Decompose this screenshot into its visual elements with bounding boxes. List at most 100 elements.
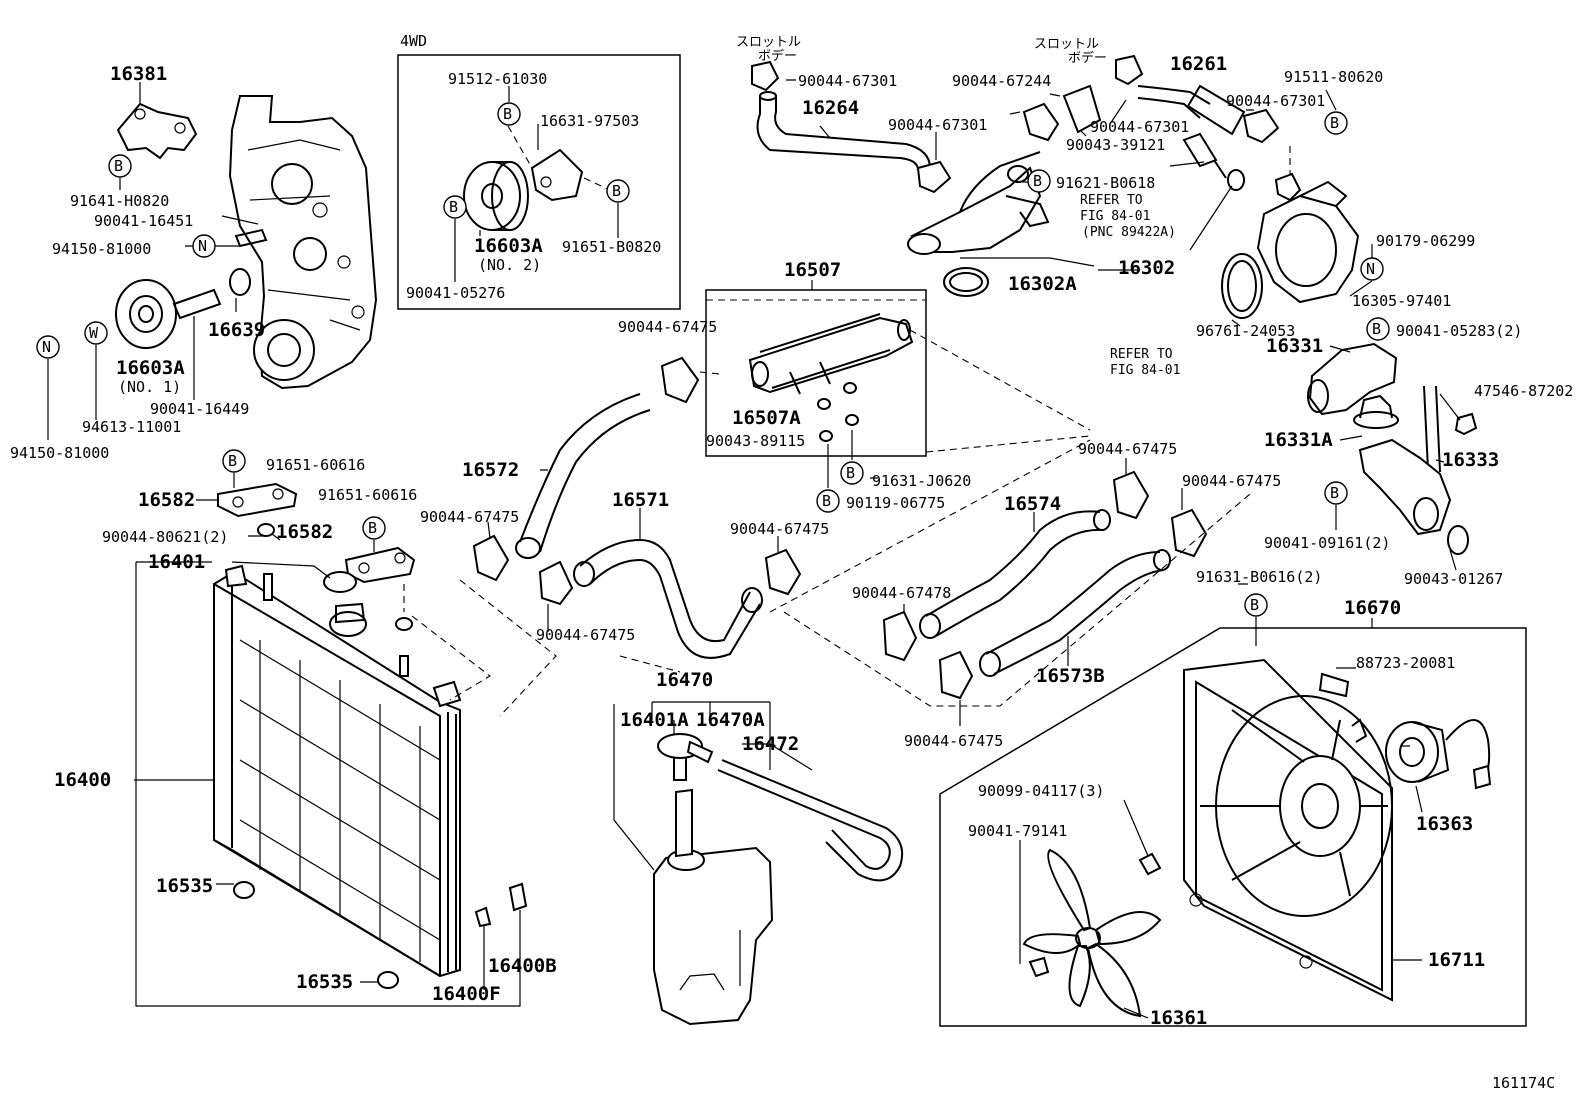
throttle-hose-group [751,54,1280,297]
part-16401a: 16401A [620,709,689,731]
b-marker-text: B [1372,320,1381,338]
part-16400: 16400 [54,769,111,791]
part-16470a: 16470A [696,709,765,731]
part-90041-05283: 90041-05283(2) [1396,322,1522,340]
part-91651-60616: 91651-60616 [318,486,417,504]
part-16333: 16333 [1442,449,1499,471]
part-16507: 16507 [784,259,841,281]
part-16631-97503: 16631-97503 [540,112,639,130]
part-90041-09161: 90041-09161(2) [1264,534,1390,552]
part-90044-67475: 90044-67475 [536,626,635,644]
part-94613-11001: 94613-11001 [82,418,181,436]
part-16535: 16535 [296,971,353,993]
part-94150-81000: 94150-81000 [10,444,109,462]
b-marker [443,195,467,219]
part-16305-97401: 16305-97401 [1352,292,1451,310]
n-marker-text: N [42,338,51,356]
part-16574: 16574 [1004,493,1061,515]
part-16603a-no2-note: (NO. 2) [478,256,541,274]
b-marker [1244,593,1268,617]
part-94150-81000: 94150-81000 [52,240,151,258]
part-16571: 16571 [612,489,669,511]
b-marker-text: B [612,182,621,200]
timing-cover-group [115,95,378,390]
part-16381: 16381 [110,63,167,85]
16507-pipe-assembly [748,313,914,442]
note-refer-to: REFER TO [1110,347,1173,362]
part-16582: 16582 [276,521,333,543]
n-marker-text: N [1366,260,1375,278]
b-marker [1324,481,1348,505]
n-marker-text: N [198,237,207,255]
part-90044-67475: 90044-67475 [730,520,829,538]
part-90044-67475: 90044-67475 [618,318,717,336]
b-marker [108,154,132,178]
part-91651-b0820: 91651-B0820 [562,238,661,256]
part-90044-67475: 90044-67475 [1182,472,1281,490]
part-90044-67478: 90044-67478 [852,584,951,602]
part-90043-01267: 90043-01267 [1404,570,1503,588]
b-marker-text: B [1330,114,1339,132]
part-16331a: 16331A [1264,429,1333,451]
note-throttle-body: スロットル [736,35,801,50]
b-marker-text: B [449,198,458,216]
part-16302a: 16302A [1008,273,1077,295]
b-marker-text: B [368,519,377,537]
part-16711: 16711 [1428,949,1485,971]
n-marker [36,335,60,359]
part-16582: 16582 [138,489,195,511]
part-16535: 16535 [156,875,213,897]
part-91512-61030: 91512-61030 [448,70,547,88]
part-90044-67475: 90044-67475 [1078,440,1177,458]
fan-shroud-group [1022,658,1492,1018]
part-16472: 16472 [742,733,799,755]
b-marker-text: B [503,105,512,123]
note-throttle-body-2: ボデー [1068,50,1107,66]
part-90119-06775: 90119-06775 [846,494,945,512]
part-91631-b0616: 91631-B0616(2) [1196,568,1322,586]
b-marker [222,449,246,473]
part-16639: 16639 [208,319,265,341]
b-marker [1366,317,1390,341]
part-16470: 16470 [656,669,713,691]
b-marker [497,102,521,126]
b-marker-text: B [1033,172,1042,190]
part-90044-67301: 90044-67301 [1226,92,1325,110]
part-90043-89115: 90043-89115 [706,432,805,450]
part-96761-24053: 96761-24053 [1196,322,1295,340]
part-16572: 16572 [462,459,519,481]
part-88723-20081: 88723-20081 [1356,654,1455,672]
b-marker [816,489,840,513]
part-91651-60616: 91651-60616 [266,456,365,474]
part-90044-67301: 90044-67301 [1090,118,1189,136]
part-90179-06299: 90179-06299 [1376,232,1475,250]
part-90043-39121: 90043-39121 [1066,136,1165,154]
part-90044-80621: 90044-80621(2) [102,528,228,546]
part-91511-80620: 91511-80620 [1284,68,1383,86]
part-16603a-note: (NO. 1) [118,378,181,396]
note-refer-to-fig: FIG 84-01 [1080,209,1150,224]
w-marker-text: W [89,324,99,342]
part-16603a-no2: 16603A [474,235,543,257]
b-marker [362,516,386,540]
part-91641-h0820: 91641-H0820 [70,192,169,210]
b-marker-text: B [1250,596,1259,614]
part-16603a: 16603A [116,357,185,379]
water-outlet-group [1221,146,1478,555]
4wd-title: 4WD [400,32,427,50]
part-47546-87202: 47546-87202 [1474,382,1573,400]
part-90044-67244: 90044-67244 [952,72,1051,90]
part-16302: 16302 [1118,257,1175,279]
note-refer-to-pnc: (PNC 89422A) [1082,225,1176,240]
note-throttle-body-2: ボデー [758,48,797,64]
b-marker-text: B [822,492,831,510]
part-16261: 16261 [1170,53,1227,75]
note-refer-to-fig: FIG 84-01 [1110,363,1180,378]
16670-box [939,627,1527,1027]
radiator-hoses [472,356,1208,700]
b-marker-text: B [846,464,855,482]
note-throttle-body: スロットル [1034,37,1099,52]
part-16670: 16670 [1344,597,1401,619]
diagram-code: 161174C [1492,1074,1555,1092]
